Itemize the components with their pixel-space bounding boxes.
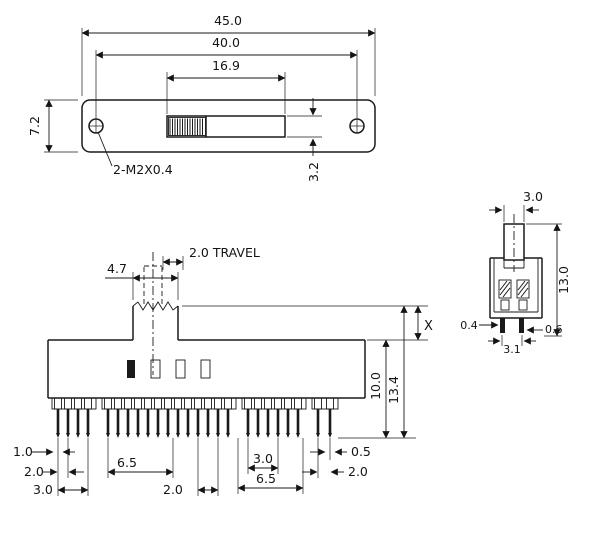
dim-pin-width-left: 1.0 — [13, 444, 33, 459]
side-pin-right — [519, 318, 524, 333]
dim-knob-width: 4.7 — [107, 261, 127, 276]
slot-outline — [166, 115, 286, 138]
dim-pitch-mid: 2.0 — [163, 482, 183, 497]
thread-callout: 2-M2X0.4 — [113, 162, 173, 177]
dim-total-height: 13.4 — [386, 376, 401, 404]
dim-span-right: 3.0 — [253, 451, 273, 466]
front-view: 2.0 TRAVEL 4.7 X 13.4 10.0 1.0 — [13, 245, 433, 497]
dim-slot-height: 3.2 — [306, 162, 321, 182]
contact-window — [150, 359, 161, 379]
dim-span-left: 3.0 — [33, 482, 53, 497]
dim-travel: 2.0 TRAVEL — [189, 245, 260, 260]
terminal-pins — [54, 397, 334, 438]
dim-group-right: 6.5 — [256, 471, 276, 486]
dim-plate-height: 7.2 — [27, 116, 42, 136]
contact-window — [200, 359, 211, 379]
top-view: 45.0 40.0 16.9 7.2 3.2 2-M2X0.4 — [27, 13, 376, 182]
dim-pitch-right: 2.0 — [348, 464, 368, 479]
contact-window-filled — [127, 360, 135, 378]
dim-side-knob-width: 3.0 — [523, 189, 543, 204]
dim-hole-spacing: 40.0 — [212, 35, 240, 50]
dim-slot-width: 16.9 — [212, 58, 240, 73]
break-line — [132, 301, 179, 311]
dim-group-left: 6.5 — [117, 455, 137, 470]
dim-pitch-left: 2.0 — [24, 464, 44, 479]
dim-overall-width: 45.0 — [214, 13, 242, 28]
side-view: 3.0 13.0 0.4 3.1 0.6 — [460, 189, 571, 356]
dim-pin-offset: 0.6 — [545, 323, 563, 336]
dim-pin-spacing: 3.1 — [503, 343, 521, 356]
side-pin-left — [500, 318, 505, 333]
dim-pin-thickness: 0.4 — [460, 319, 478, 332]
contact-window — [175, 359, 186, 379]
plate-outline — [81, 99, 376, 153]
slider-knob-hatched — [168, 117, 206, 136]
dim-pin-width-right: 0.5 — [351, 444, 371, 459]
dim-step-height: X — [424, 319, 433, 334]
dim-side-height: 13.0 — [556, 266, 571, 294]
dim-body-height: 10.0 — [368, 372, 383, 400]
